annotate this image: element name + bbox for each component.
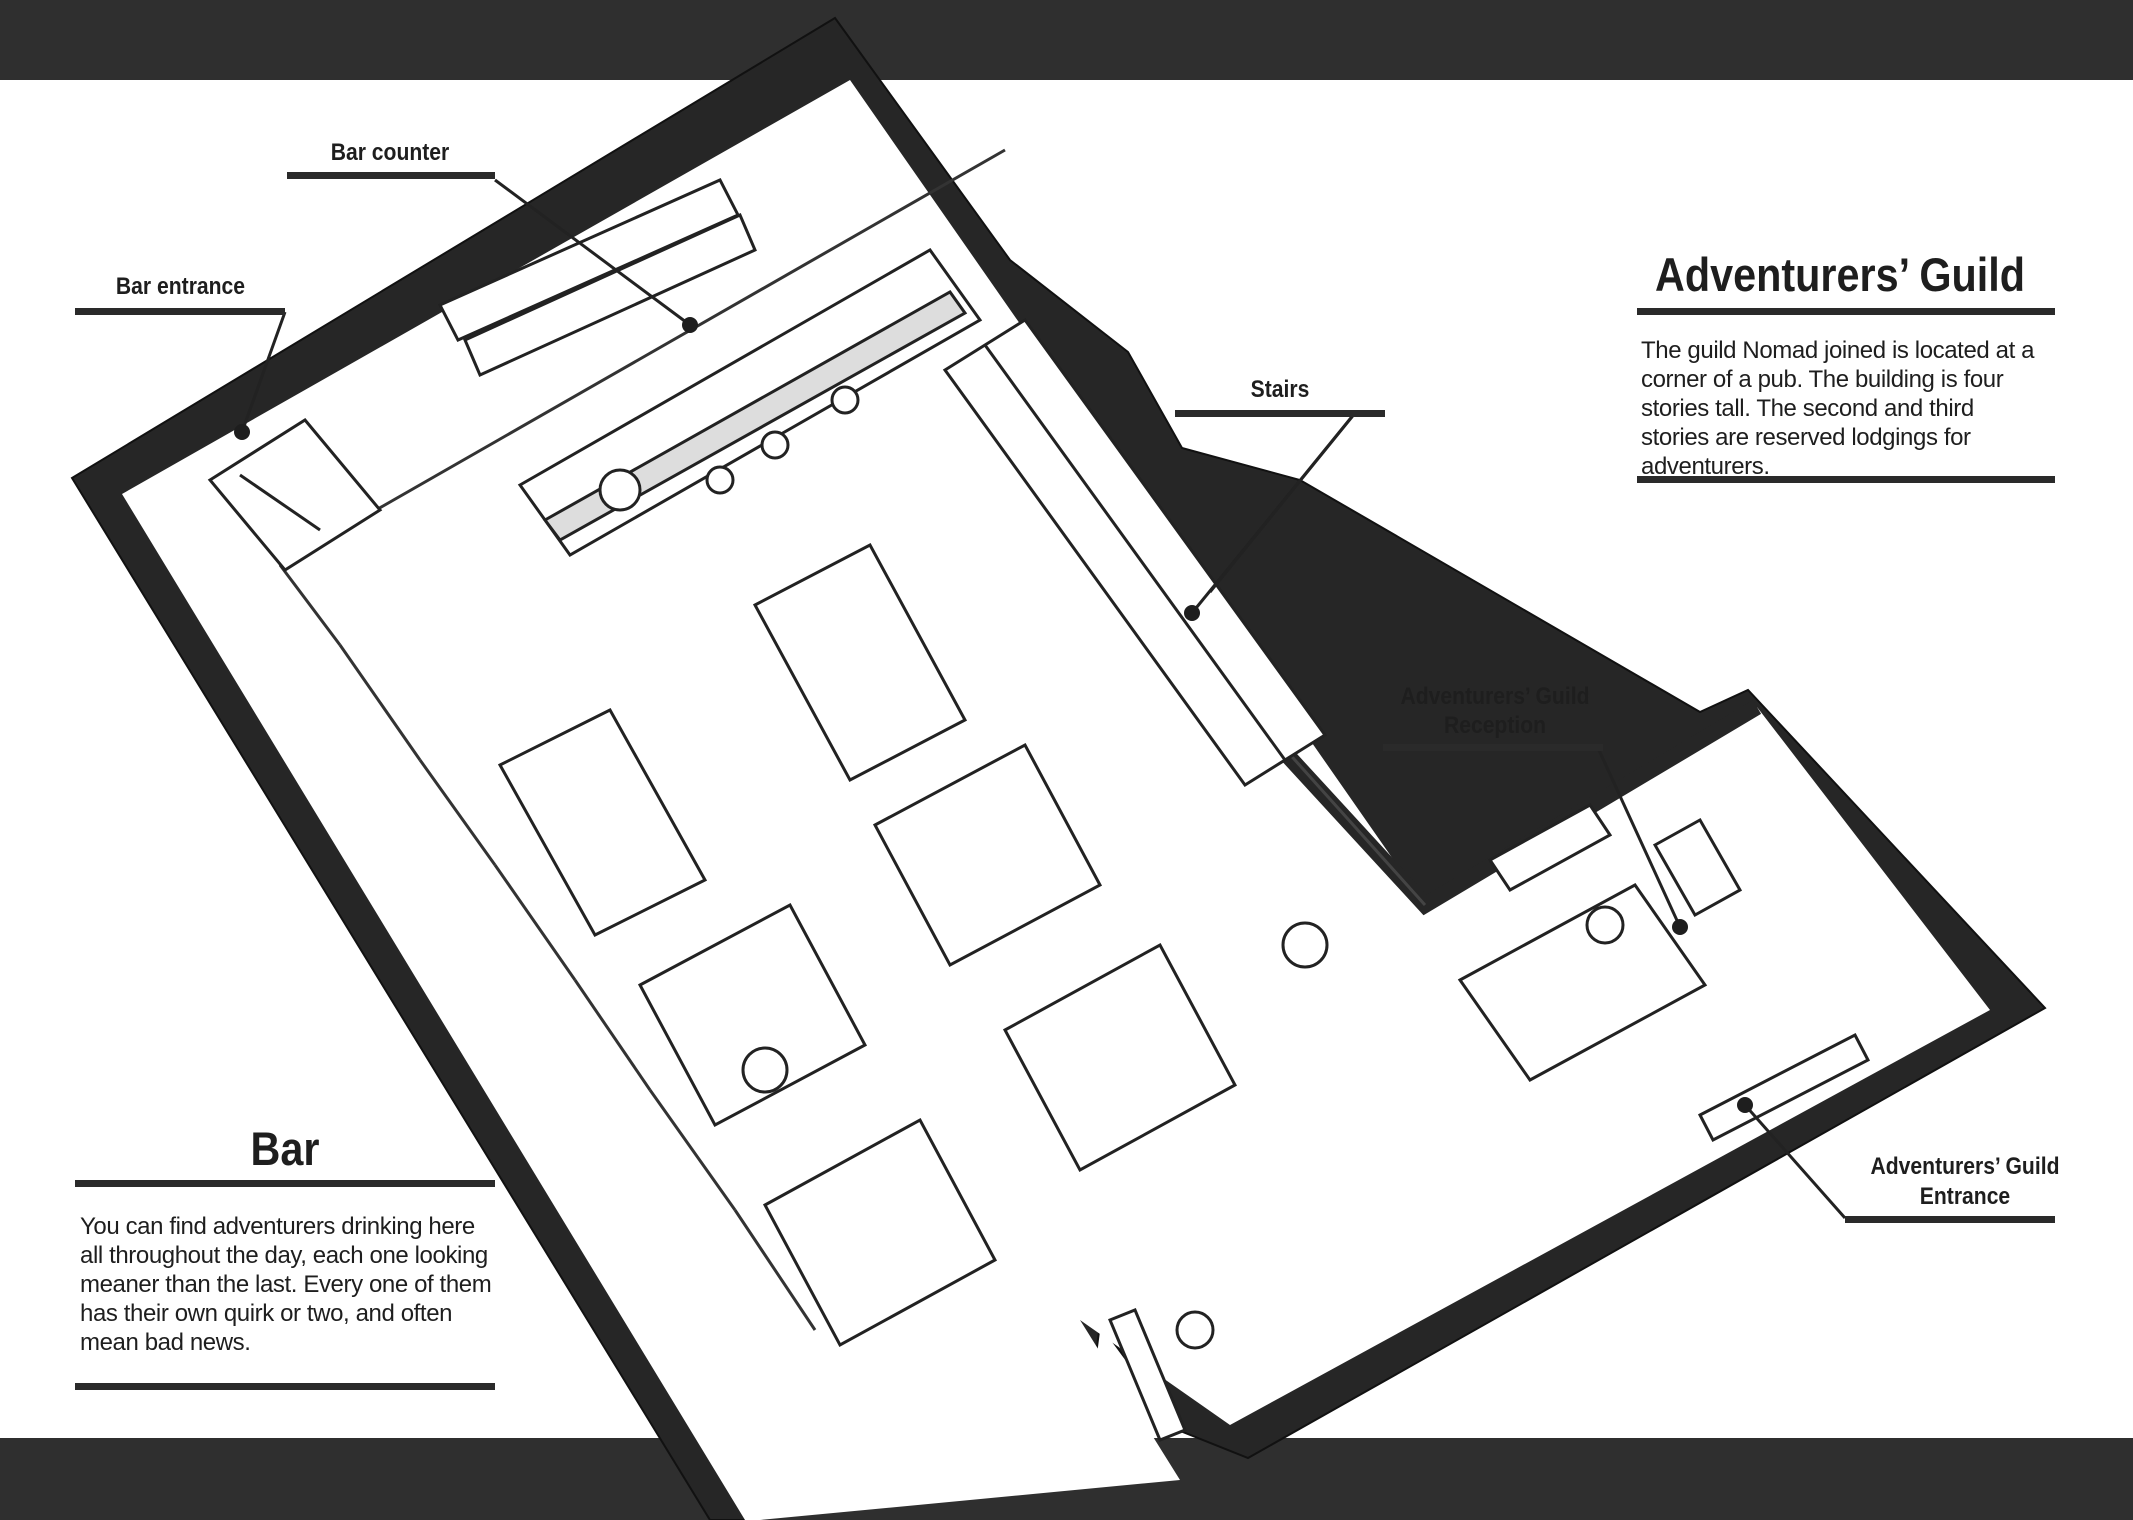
- reception-desk: [1457, 803, 1743, 1082]
- bottom-door: [1108, 1308, 1187, 1442]
- bar-title-rule: [75, 1180, 495, 1187]
- wall-niches: [278, 148, 1006, 1331]
- bar-stools: [705, 385, 860, 495]
- label-bar-entrance: Bar entrance: [115, 273, 246, 300]
- rule-guild-reception: [1383, 744, 1603, 751]
- bar-bottom-rule: [75, 1383, 495, 1390]
- guild-bottom-rule: [1637, 476, 2055, 483]
- tables: [497, 542, 1238, 1348]
- leader-dots: [234, 317, 1753, 1113]
- top-band: [0, 0, 2133, 80]
- rule-stairs: [1175, 410, 1385, 417]
- bar-title: Bar: [250, 1122, 320, 1175]
- bar-description: You can find adventurers drinking here a…: [80, 1213, 492, 1356]
- label-guild-reception-line2: Reception: [1443, 712, 1547, 739]
- rule-bar-counter: [287, 172, 495, 179]
- label-bar-counter: Bar counter: [330, 139, 450, 166]
- label-guild-reception-line1: Adventurers’ Guild: [1400, 683, 1590, 710]
- leader-lines: [240, 178, 1847, 1219]
- label-guild-entrance-line1: Adventurers’ Guild: [1870, 1153, 2060, 1180]
- label-stairs: Stairs: [1250, 376, 1310, 403]
- people: [598, 468, 1625, 1350]
- guild-title: Adventurers’ Guild: [1654, 248, 2026, 301]
- stairs: [942, 317, 1328, 788]
- guild-entrance-door: [1697, 1032, 1871, 1143]
- guild-description: The guild Nomad joined is located at a c…: [1641, 337, 2035, 480]
- rule-bar-entrance: [75, 308, 285, 315]
- guild-title-rule: [1637, 308, 2055, 315]
- rule-guild-entrance: [1845, 1216, 2055, 1223]
- label-guild-entrance-line2: Entrance: [1919, 1183, 2011, 1210]
- bar-entrance-door: [207, 418, 383, 572]
